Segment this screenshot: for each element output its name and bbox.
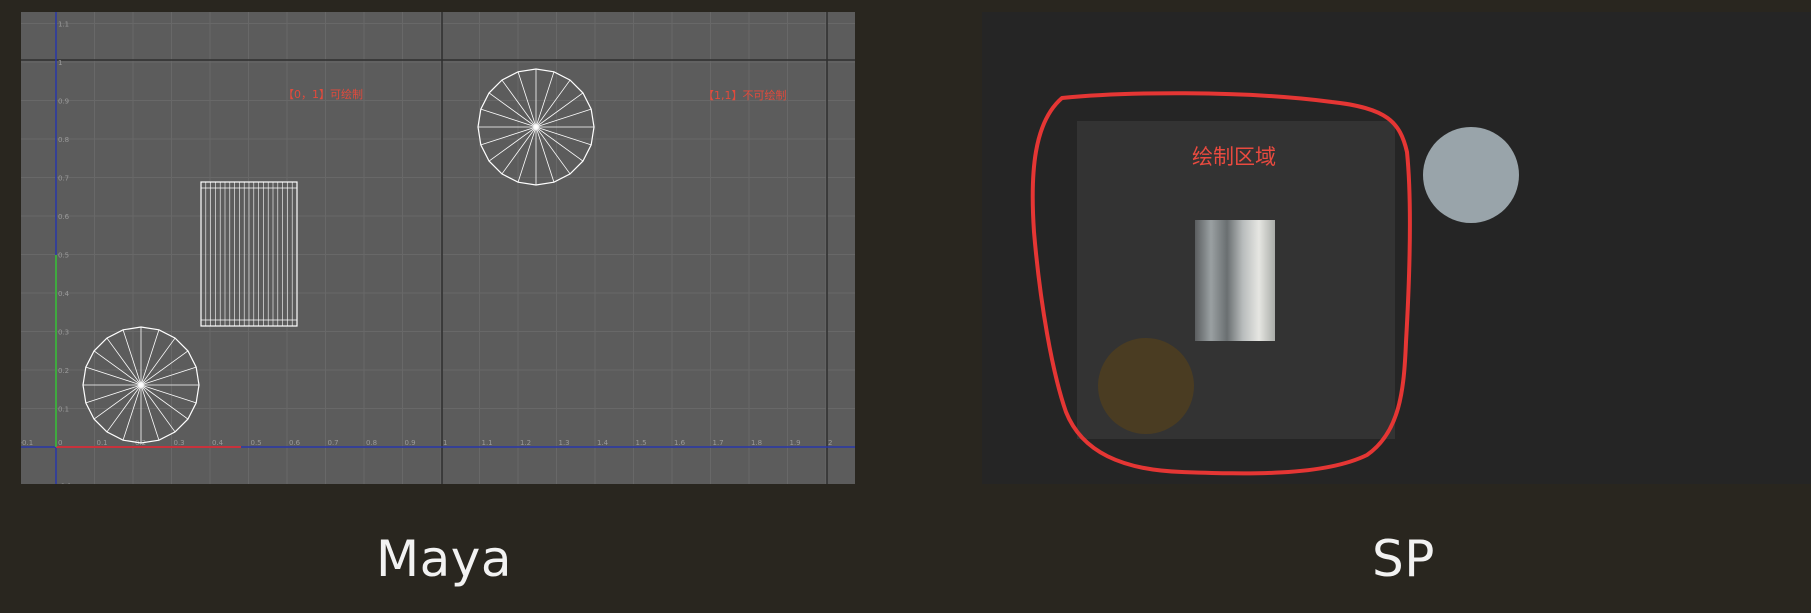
- u-tick-label: -0.1: [21, 439, 33, 447]
- sphere-cap-outside-region: [1423, 127, 1519, 223]
- u-tick-label: 1.1: [482, 439, 493, 447]
- v-tick-label: 0.6: [58, 213, 70, 221]
- label-not-drawable-range: 【1,1】不可绘制: [703, 88, 787, 102]
- caption-sp: SP: [1372, 530, 1435, 588]
- cylinder-texture-preview: [1195, 220, 1275, 341]
- u-tick-label: 1.3: [559, 439, 570, 447]
- v-tick-label: 1: [58, 59, 62, 67]
- caption-maya: Maya: [376, 530, 513, 588]
- u-tick-label: 0.7: [328, 439, 339, 447]
- u-tick-label: 0.9: [405, 439, 416, 447]
- u-tick-label: 1.5: [636, 439, 647, 447]
- uv-grid: [21, 12, 855, 484]
- u-tick-label: 0.1: [97, 439, 108, 447]
- u-tick-label: 1.2: [520, 439, 531, 447]
- u-tick-label: 0.4: [212, 439, 224, 447]
- u-tick-label: 0.5: [251, 439, 262, 447]
- v-tick-label: 0.1: [58, 406, 69, 414]
- u-tick-label: 1.7: [713, 439, 724, 447]
- v-tick-label: 0.9: [58, 98, 69, 106]
- u-tick-label: 0.8: [366, 439, 377, 447]
- sphere-cap-uv-shell-bottom[interactable]: [82, 326, 200, 444]
- sphere-cap-uv-shell-top[interactable]: [477, 68, 595, 186]
- u-tick-label: 1.8: [751, 439, 762, 447]
- maya-uv-editor-viewport[interactable]: -0.1 0 0.1 0.2 0.3 0.4 0.5 0.6 0.7 0.8 0.9 1 1.1 1.2 1…: [21, 12, 855, 484]
- u-tick-label: 1: [443, 439, 447, 447]
- sp-canvas: 绘制区域: [1030, 91, 1519, 476]
- maya-uv-canvas: -0.1 0 0.1 0.2 0.3 0.4 0.5 0.6 0.7 0.8 0.9 1 1.1 1.2 1…: [21, 12, 855, 484]
- u-tick-label: 1.6: [674, 439, 686, 447]
- u-tick-label: 0: [58, 439, 62, 447]
- u-tick-label: 1.4: [597, 439, 609, 447]
- u-tick-label: 0.3: [174, 439, 185, 447]
- uv-shells: [82, 68, 595, 444]
- draw-region-label: 绘制区域: [1192, 145, 1276, 169]
- cylinder-uv-shell[interactable]: [200, 181, 298, 327]
- v-tick-label: 0.5: [58, 252, 69, 260]
- sp-2d-viewport[interactable]: 绘制区域: [982, 12, 1811, 484]
- v-tick-label: 0.2: [58, 367, 69, 375]
- drawable-region-outline: [1030, 91, 1412, 476]
- v-tick-label: 0.7: [58, 175, 69, 183]
- sphere-cap-inside-region: [1098, 338, 1194, 434]
- v-tick-label: 0.8: [58, 136, 69, 144]
- v-tick-label: -0.1: [58, 483, 72, 485]
- u-tick-label: 2: [828, 439, 832, 447]
- u-tick-label: 1.9: [790, 439, 801, 447]
- u-tick-label: 0.6: [289, 439, 301, 447]
- label-drawable-range: 【0，1】可绘制: [283, 87, 363, 101]
- v-tick-label: 0.4: [58, 290, 70, 298]
- v-tick-label: 1.1: [58, 21, 69, 29]
- v-tick-label: 0.3: [58, 329, 69, 337]
